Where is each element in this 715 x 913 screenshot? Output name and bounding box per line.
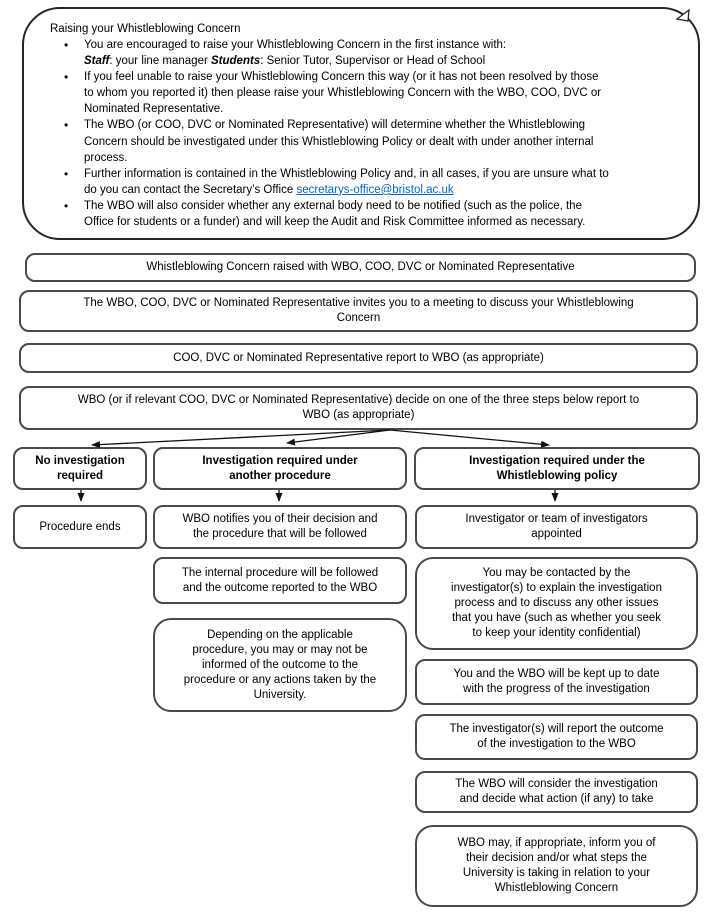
bullet-text: You are encouraged to raise your Whistle… [84,39,507,51]
flow-box-depending-on-procedure: Depending on the applicable procedure, y… [153,618,407,712]
flow-box-wbo-consider: The WBO will consider the investigation … [415,771,698,813]
bullet-text: : your line manager [109,55,211,68]
bullet-item: The WBO will also consider whether any e… [38,198,688,230]
branch-header-no-investigation: No investigation required [13,447,147,490]
flow-box-internal-procedure: The internal procedure will be followed … [153,557,407,604]
flow-box-meeting-invite: The WBO, COO, DVC or Nominated Represent… [19,290,698,332]
raising-concern-callout: Raising your Whistleblowing Concern You … [22,7,700,240]
emphasis-text: Staff [84,55,110,68]
bullet-item: If you feel unable to raise your Whistle… [38,69,688,117]
bullet-text: The WBO will also consider whether any e… [84,199,586,229]
bullet-text: Further information is contained in the … [84,167,609,196]
flow-box-concern-raised: Whistleblowing Concern raised with WBO, … [25,253,696,282]
bullet-text: The WBO (or COO, DVC or Nominated Repres… [84,119,594,164]
email-link[interactable]: secretarys-office@bristol.ac.uk [296,183,454,196]
callout-bullet-list: You are encouraged to raise your Whistle… [38,37,688,230]
branch-header-whistleblowing-policy: Investigation required under the Whistle… [414,447,700,490]
flow-box-procedure-ends: Procedure ends [13,505,147,549]
flow-box-investigator-appointed: Investigator or team of investigators ap… [415,505,698,549]
branch-arrow-middle-icon [286,429,391,446]
bullet-text: : Senior Tutor, Supervisor or Head of Sc… [260,55,486,68]
branch-arrow-left-icon [91,429,391,449]
bullet-item: The WBO (or COO, DVC or Nominated Repres… [38,117,688,165]
flow-box-kept-up-to-date: You and the WBO will be kept up to date … [415,659,698,705]
flow-box-contacted-by-investigators: You may be contacted by the investigator… [415,557,698,650]
emphasis-text: Students [211,55,261,68]
callout-title: Raising your Whistleblowing Concern [50,23,241,35]
branch-arrow-right-icon [389,429,550,448]
flow-box-wbo-notifies: WBO notifies you of their decision and t… [153,505,407,549]
branch-header-another-procedure: Investigation required under another pro… [153,447,407,490]
bullet-item: Further information is contained in the … [38,166,688,198]
flow-box-wbo-inform: WBO may, if appropriate, inform you of t… [415,825,698,907]
bullet-text: If you feel unable to raise your Whistle… [84,71,602,116]
flow-box-report-outcome: The investigator(s) will report the outc… [415,714,698,760]
flow-box-report-to-wbo: COO, DVC or Nominated Representative rep… [19,343,698,373]
bullet-item: You are encouraged to raise your Whistle… [38,37,688,69]
flow-box-decide-three-steps: WBO (or if relevant COO, DVC or Nominate… [19,386,698,430]
